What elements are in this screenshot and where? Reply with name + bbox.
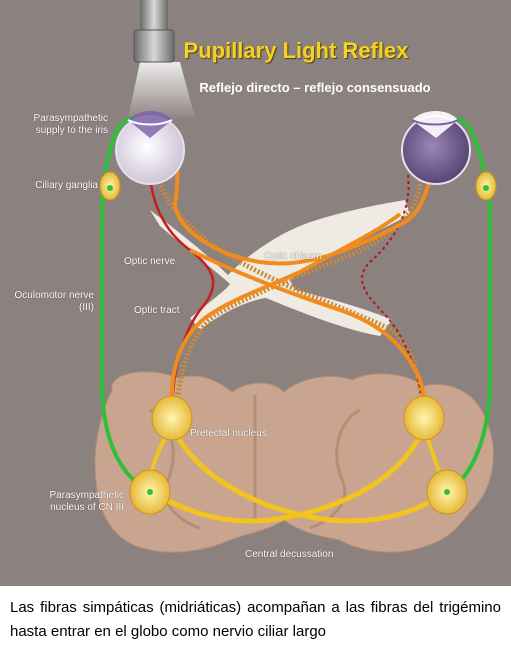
label-cn3-line2: nucleus of CN III: [50, 502, 124, 513]
afferent-fiber-crossing: [155, 177, 425, 411]
pretectal-nucleus-left: [151, 395, 193, 441]
midbrain-shape: [94, 371, 494, 553]
cn3-nucleus-right-dot: [444, 489, 450, 495]
diagram-canvas: Pupillary Light Reflex Reflejo directo –…: [0, 0, 511, 586]
diagram-subtitle: Reflejo directo – reflejo consensuado: [199, 80, 431, 95]
pretectal-nucleus-right: [403, 395, 445, 441]
label-parasympathetic-iris-line1: Parasympathetic: [33, 113, 108, 124]
label-oculomotor-line2: (III): [79, 302, 94, 313]
optic-fiber-left: [158, 118, 432, 266]
label-optic-chiasm: Optic chiasm: [264, 251, 322, 262]
pupillary-reflex-diagram: [0, 0, 511, 586]
caption-area: Las fibras simpáticas (midriáticas) acom…: [0, 586, 511, 645]
label-ciliary-ganglia: Ciliary ganglia: [35, 180, 98, 191]
ciliary-ganglion-right-dot: [483, 185, 489, 191]
decussation-fiber-2: [148, 424, 427, 524]
label-oculomotor-nerve: Oculomotor nerve (III): [0, 290, 94, 314]
caption-text: Las fibras simpáticas (midriáticas) acom…: [10, 599, 501, 640]
label-optic-tract: Optic tract: [134, 305, 180, 316]
flashlight-head: [133, 29, 175, 63]
label-oculomotor-line1: Oculomotor nerve: [14, 290, 94, 301]
midbrain-groove-right: [309, 408, 361, 530]
right-eye: [401, 111, 471, 185]
left-eye: [115, 111, 185, 185]
optic-fiber-left-to-right: [189, 248, 427, 411]
label-parasympathetic-iris-line2: supply to the iris: [35, 125, 108, 136]
ciliary-ganglion-left-dot: [107, 185, 113, 191]
label-pretectal-nucleus: Pretectal nucleus: [190, 428, 267, 439]
diagram-title: Pupillary Light Reflex: [183, 38, 409, 63]
label-optic-nerve: Optic nerve: [124, 256, 176, 267]
label-parasympathetic-iris: Parasympathetic supply to the iris: [10, 113, 108, 137]
label-cn3-nucleus: Parasympathetic nucleus of CN III: [20, 490, 124, 514]
optic-chiasm-shape: [150, 200, 410, 336]
label-cn3-line1: Parasympathetic: [49, 490, 124, 501]
optic-fiber-right-to-left: [169, 212, 402, 409]
label-central-decussation: Central decussation: [245, 549, 334, 560]
cn3-nucleus-left-dot: [147, 489, 153, 495]
light-beam: [128, 62, 195, 118]
decussation-fiber-1: [169, 424, 442, 524]
